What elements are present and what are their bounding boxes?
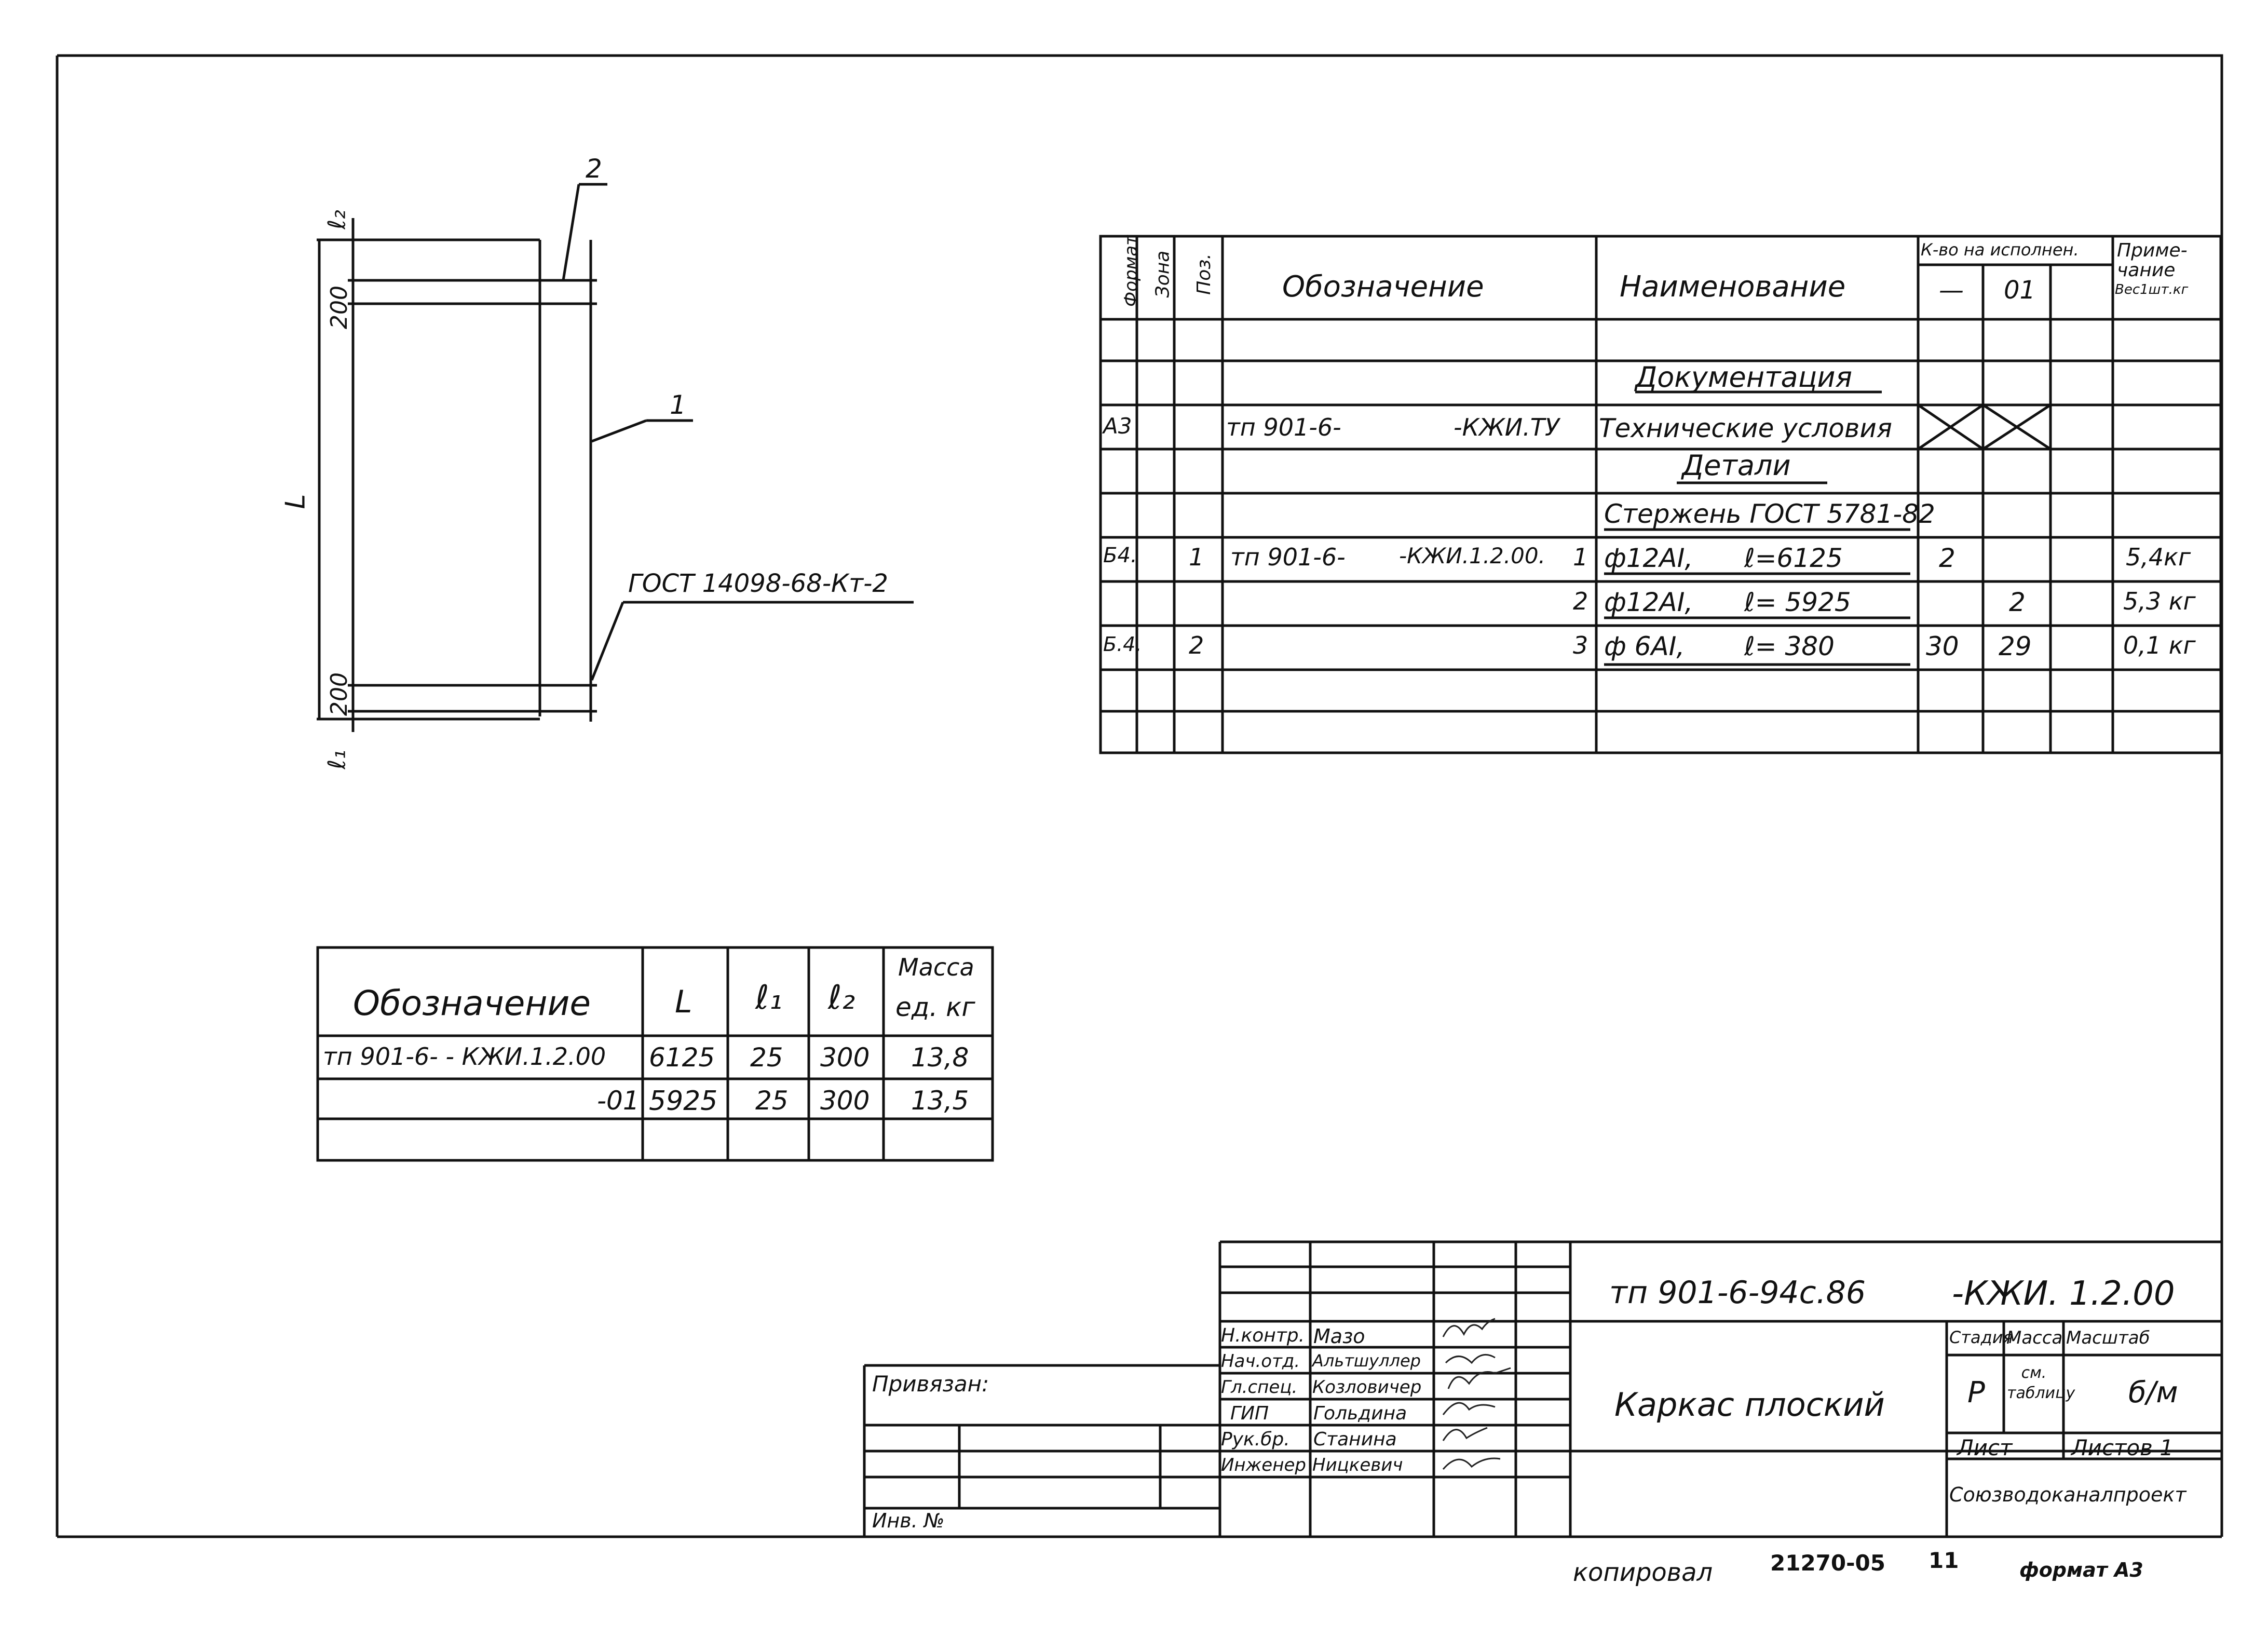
spec-cell-note: 0,1 кг	[2123, 631, 2196, 659]
spec-cell-diameter: ф12АI,	[1604, 543, 1693, 573]
variant-cell-mass: 13,8	[911, 1042, 969, 1073]
spec-cell-number: 2	[1573, 587, 1588, 615]
stage-value: Р	[1967, 1376, 1985, 1410]
spec-head-zone: Зона	[1152, 250, 1174, 298]
variant-head-mass-1: Масса	[898, 953, 974, 981]
variant-cell-l2: 300	[820, 1086, 870, 1116]
spec-cell-diameter: ф12АI,	[1604, 587, 1693, 617]
inventory-label: Инв. №	[872, 1509, 945, 1532]
order-number: 21270-05	[1770, 1550, 1885, 1576]
spec-head-qty-01: 01	[2004, 276, 2036, 305]
staff-name: Ницкевич	[1312, 1455, 1403, 1475]
spec-cell-qty-01: 29	[1999, 631, 2032, 661]
spec-cell-designation: тп 901-6-	[1226, 413, 1341, 441]
weld-note: ГОСТ 14098-68-Кт-2	[628, 569, 888, 598]
spec-head-note-1: Приме-	[2117, 240, 2188, 261]
variant-cell-L: 5925	[649, 1086, 718, 1117]
spec-head-qty-group: К-во на исполнен.	[1921, 240, 2079, 260]
spec-cell-length: ℓ=6125	[1744, 543, 1843, 573]
doc-code-suffix: -КЖИ. 1.2.00	[1952, 1275, 2175, 1313]
spec-cell-designation-suffix: -КЖИ.1.2.00.	[1399, 543, 1545, 568]
spec-cell-name: Стержень ГОСТ 5781-82	[1604, 499, 1935, 529]
sheet-label: Лист	[1957, 1435, 2013, 1460]
format-label: формат А3	[2019, 1559, 2143, 1581]
doc-code: тп 901-6-94с.86	[1609, 1275, 1866, 1311]
spec-section-parts: Детали	[1682, 449, 1791, 482]
variant-head-l2: ℓ₂	[828, 979, 855, 1017]
drawing-title: Каркас плоский	[1614, 1386, 1885, 1424]
staff-role: Нач.отд.	[1221, 1351, 1300, 1372]
stage-label: Стадия	[1949, 1328, 2013, 1347]
position-1-label: 1	[670, 390, 686, 420]
variant-cell-l2: 300	[820, 1042, 870, 1073]
spec-head-note-2: чание	[2117, 260, 2176, 281]
variant-cell-mass: 13,5	[911, 1086, 969, 1116]
copied-label: копировал	[1573, 1558, 1713, 1587]
staff-role: Рук.бр.	[1221, 1429, 1290, 1450]
spec-cell-position: 1	[1189, 543, 1204, 571]
mass-value: см. таблицу	[2007, 1364, 2075, 1402]
spec-cell-qty-base: 2	[1939, 543, 1955, 573]
spec-cell-qty-01: 2	[2009, 587, 2026, 617]
staff-role: Инженер	[1221, 1455, 1306, 1475]
variant-head-l1: ℓ₁	[755, 979, 783, 1017]
dimension-L: L	[280, 494, 311, 509]
staff-role: Гл.спец.	[1221, 1377, 1298, 1398]
spec-head-pos: Поз.	[1193, 253, 1215, 295]
staff-name: Козловичер	[1312, 1377, 1422, 1398]
variant-cell-L: 6125	[649, 1042, 715, 1073]
variant-head-L: L	[675, 984, 692, 1020]
organization: Союзводоканалпроект	[1949, 1483, 2186, 1506]
spec-cell-note: 5,3 кг	[2123, 587, 2196, 615]
spec-section-documentation: Документация	[1635, 361, 1852, 394]
spec-cell-note: 5,4кг	[2126, 543, 2191, 571]
spec-cell-diameter: ф 6АI,	[1604, 631, 1685, 661]
mass-label: Масса	[2006, 1328, 2063, 1348]
spec-cell-length: ℓ= 5925	[1744, 587, 1851, 617]
spec-head-name: Наименование	[1620, 270, 1846, 304]
dimension-200-bottom: 200	[325, 672, 352, 716]
sheets-label: Листов 1	[2071, 1435, 2174, 1460]
scale-label: Масштаб	[2066, 1328, 2150, 1348]
staff-name: Гольдина	[1313, 1403, 1407, 1424]
sheet-number: 11	[1929, 1548, 1959, 1573]
spec-cell-designation-suffix: -КЖИ.ТУ	[1454, 413, 1559, 441]
spec-cell-length: ℓ= 380	[1744, 631, 1835, 661]
bound-label: Привязан:	[872, 1371, 989, 1397]
spec-head-designation: Обозначение	[1282, 270, 1484, 304]
spec-cell-number: 3	[1573, 631, 1588, 659]
dimension-l2: ℓ₂	[322, 210, 351, 229]
spec-head-note-3: Вес1шт.кг	[2115, 282, 2189, 297]
spec-cell-format: А3	[1103, 413, 1132, 439]
spec-head-format: Формат	[1120, 235, 1142, 307]
variant-head-mass-2: ед. кг	[895, 992, 975, 1022]
variant-cell-l1: 25	[755, 1086, 789, 1116]
dimension-200-top: 200	[325, 286, 352, 329]
variant-head-designation: Обозначение	[353, 983, 591, 1023]
staff-role: ГИП	[1230, 1403, 1269, 1424]
spec-cell-qty-base: 30	[1926, 631, 1959, 661]
scale-value: б/м	[2128, 1376, 2178, 1410]
spec-cell-format: Б4.	[1103, 544, 1137, 567]
position-2-label: 2	[586, 154, 602, 184]
staff-name: Альтшуллер	[1312, 1351, 1421, 1371]
staff-name: Станина	[1313, 1429, 1397, 1450]
spec-cell-name: Технические условия	[1599, 413, 1892, 443]
spec-head-qty-dash: —	[1939, 276, 1964, 305]
dimension-l1: ℓ₁	[322, 750, 351, 769]
variant-cell-designation: тп 901-6- - КЖИ.1.2.00	[323, 1042, 606, 1071]
spec-cell-format: Б.4.	[1103, 633, 1142, 656]
staff-name: Мазо	[1313, 1325, 1365, 1348]
spec-cell-designation: тп 901-6-	[1230, 543, 1346, 571]
staff-role: Н.контр.	[1221, 1325, 1305, 1346]
variant-cell-l1: 25	[750, 1042, 783, 1073]
variant-cell-designation: -01	[597, 1086, 640, 1116]
spec-cell-number: 1	[1573, 543, 1588, 571]
spec-cell-position: 2	[1189, 631, 1204, 659]
